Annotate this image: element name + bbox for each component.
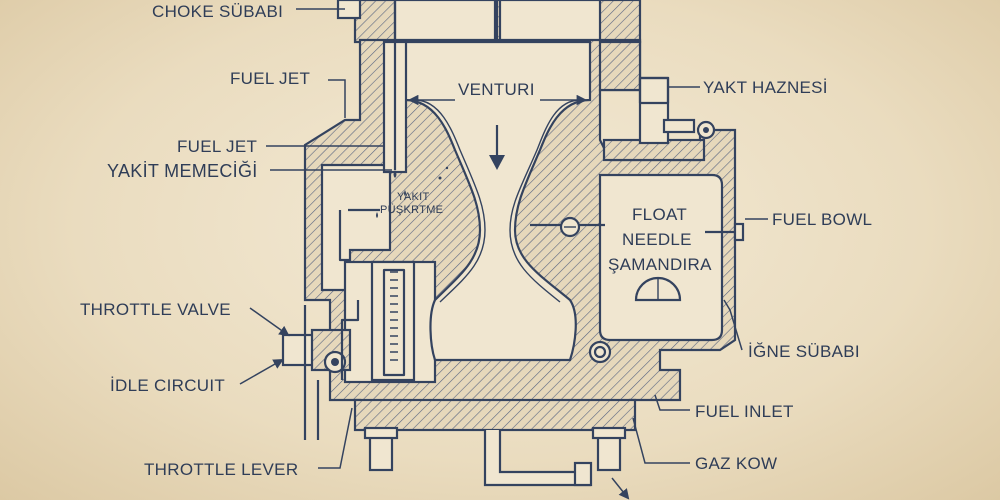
label-yakit-puskurtme-line2: PÜŞKRTME — [380, 204, 443, 216]
label-idle-circuit: İDLE CIRCUIT — [110, 376, 225, 395]
fuel-spray-droplets — [376, 166, 449, 218]
label-needle: NEEDLE — [622, 230, 692, 249]
label-choke-valve: CHOKE SÜBABI — [152, 2, 283, 21]
label-yakit-memecigi: YAKİT MEMECİĞİ — [107, 160, 258, 181]
label-igne-subabi: İĞNE SÜBABI — [748, 342, 860, 361]
label-fuel-bowl: FUEL BOWL — [772, 210, 872, 229]
label-samandira: ŞAMANDIRA — [608, 255, 712, 274]
label-throttle-lever: THROTTLE LEVER — [144, 460, 298, 479]
label-throttle-valve: THROTTLE VALVE — [80, 300, 231, 319]
down-arrow-icon — [489, 125, 505, 170]
label-fuel-jet: FUEL JET — [177, 137, 257, 156]
float-assembly — [530, 216, 745, 364]
label-gaz-kow: GAZ KOW — [695, 454, 777, 473]
label-yakit-puskurtme-line1: YAKIT — [397, 191, 429, 203]
label-yakt-haznesi: YAKT HAZNESİ — [703, 78, 828, 97]
base-flange — [353, 398, 637, 487]
throttle-assembly — [281, 208, 416, 440]
label-venturi: VENTURI — [458, 80, 535, 99]
choke-housing — [336, 0, 642, 44]
label-float: FLOAT — [632, 205, 687, 224]
label-fuel-jet-top: FUEL JET — [230, 69, 310, 88]
leader-lines — [239, 8, 768, 500]
label-fuel-inlet: FUEL INLET — [695, 402, 794, 421]
